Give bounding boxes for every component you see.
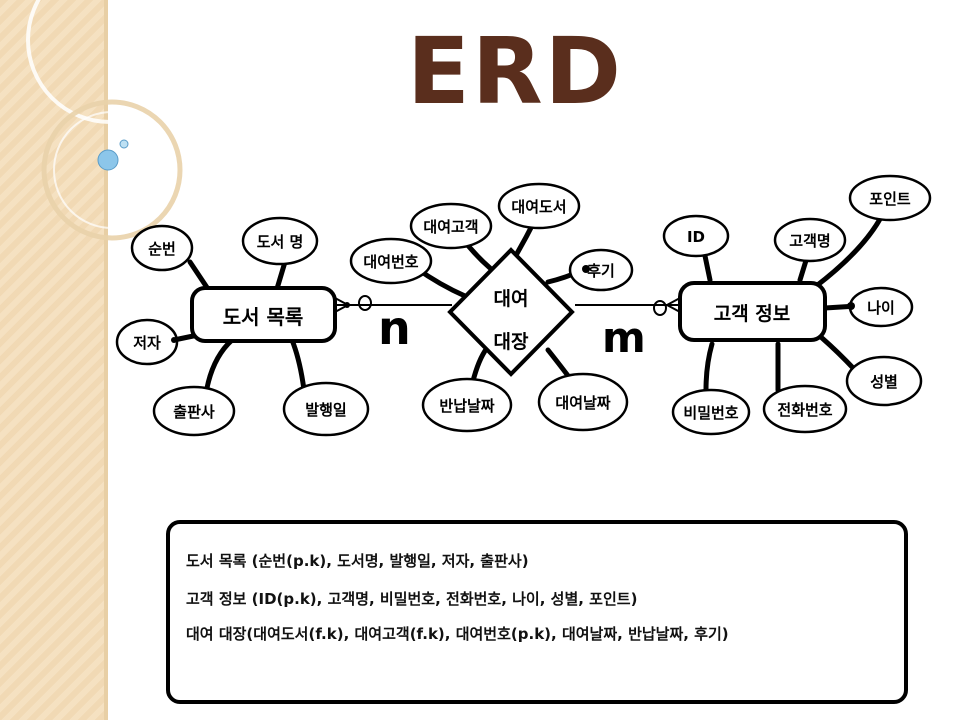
decor-ring-middle xyxy=(41,99,183,241)
entity-book xyxy=(190,286,337,343)
relationship-label-line1: 대여 xyxy=(494,288,529,310)
connector-customer-password xyxy=(703,341,715,393)
schema-box xyxy=(166,520,908,704)
attr-book-author xyxy=(115,318,179,366)
crowfoot-customer xyxy=(664,297,681,313)
schema-line-rental: 대여 대장(대여도서(f.k), 대여고객(f.k), 대여번호(p.k), 대… xyxy=(186,625,729,643)
attr-rental-review xyxy=(568,248,634,292)
cardinality-m: m xyxy=(602,313,646,362)
dot-customer-age xyxy=(847,302,855,310)
relationship-label-line2: 대장 xyxy=(494,331,529,353)
attr-rental-no xyxy=(349,237,433,285)
attr-rental-customer-label: 대여고객 xyxy=(423,218,478,236)
dot-book xyxy=(344,302,350,308)
attr-customer-password xyxy=(671,388,751,436)
attr-customer-gender xyxy=(845,355,923,407)
attr-customer-gender-label: 성별 xyxy=(870,373,898,391)
attr-customer-name xyxy=(773,217,847,263)
sidebar-divider xyxy=(104,0,108,720)
connector-customer-gender xyxy=(819,335,858,373)
attr-book-publisher-label: 출판사 xyxy=(173,403,215,421)
attr-customer-point-label: 포인트 xyxy=(869,190,911,208)
cardinality-n: n xyxy=(378,301,411,355)
attr-rental-book xyxy=(497,182,581,230)
attr-customer-age-label: 나이 xyxy=(867,299,895,317)
attr-customer-phone-label: 전화번호 xyxy=(777,401,832,419)
attr-book-author-label: 저자 xyxy=(133,334,161,352)
attr-customer-point xyxy=(848,174,932,222)
decor-ring-inner xyxy=(53,111,171,229)
schema-line-book: 도서 목록 (순번(p.k), 도서명, 발행일, 저자, 출판사) xyxy=(186,552,529,570)
entity-book-label: 도서 목록 xyxy=(223,305,304,329)
attr-book-seq-label: 순번 xyxy=(148,240,176,258)
attr-customer-id-label: ID xyxy=(687,228,705,246)
attr-book-pubdate xyxy=(282,381,370,437)
decor-bubble-large xyxy=(97,149,119,171)
attr-customer-name-label: 고객명 xyxy=(789,232,830,250)
decor-ring-top xyxy=(26,0,194,124)
attr-rental-customer xyxy=(409,202,493,250)
entity-customer-label: 고객 정보 xyxy=(714,303,791,325)
decor-bubble-small xyxy=(119,139,129,149)
optional-circle-book xyxy=(358,295,372,311)
attr-rental-review-label: 후기 xyxy=(587,262,615,280)
dot-rental-review xyxy=(582,265,590,273)
attr-customer-password-label: 비밀번호 xyxy=(683,404,738,422)
attr-book-publisher xyxy=(152,385,236,437)
dot-book-author xyxy=(171,337,177,343)
attr-rental-return xyxy=(421,377,513,433)
attr-customer-phone xyxy=(762,384,848,434)
relationship-rental xyxy=(447,247,575,377)
attr-book-name-label: 도서 명 xyxy=(257,233,304,251)
attr-rental-date xyxy=(537,372,629,432)
attr-rental-book-label: 대여도서 xyxy=(511,198,566,216)
attr-rental-date-label: 대여날짜 xyxy=(555,394,610,412)
connector-book-pubdate xyxy=(289,337,307,393)
slide-title: ERD xyxy=(406,18,624,125)
attr-rental-no-label: 대여번호 xyxy=(363,253,418,271)
entity-customer xyxy=(678,281,827,342)
attr-book-name xyxy=(241,216,319,266)
attr-customer-id xyxy=(662,214,730,258)
attr-book-seq xyxy=(130,224,194,272)
attr-rental-return-label: 반납날짜 xyxy=(439,397,494,415)
optional-circle-customer xyxy=(653,300,667,316)
attr-book-pubdate-label: 발행일 xyxy=(305,401,346,419)
schema-line-customer: 고객 정보 (ID(p.k), 고객명, 비밀번호, 전화번호, 나이, 성별,… xyxy=(186,590,638,608)
